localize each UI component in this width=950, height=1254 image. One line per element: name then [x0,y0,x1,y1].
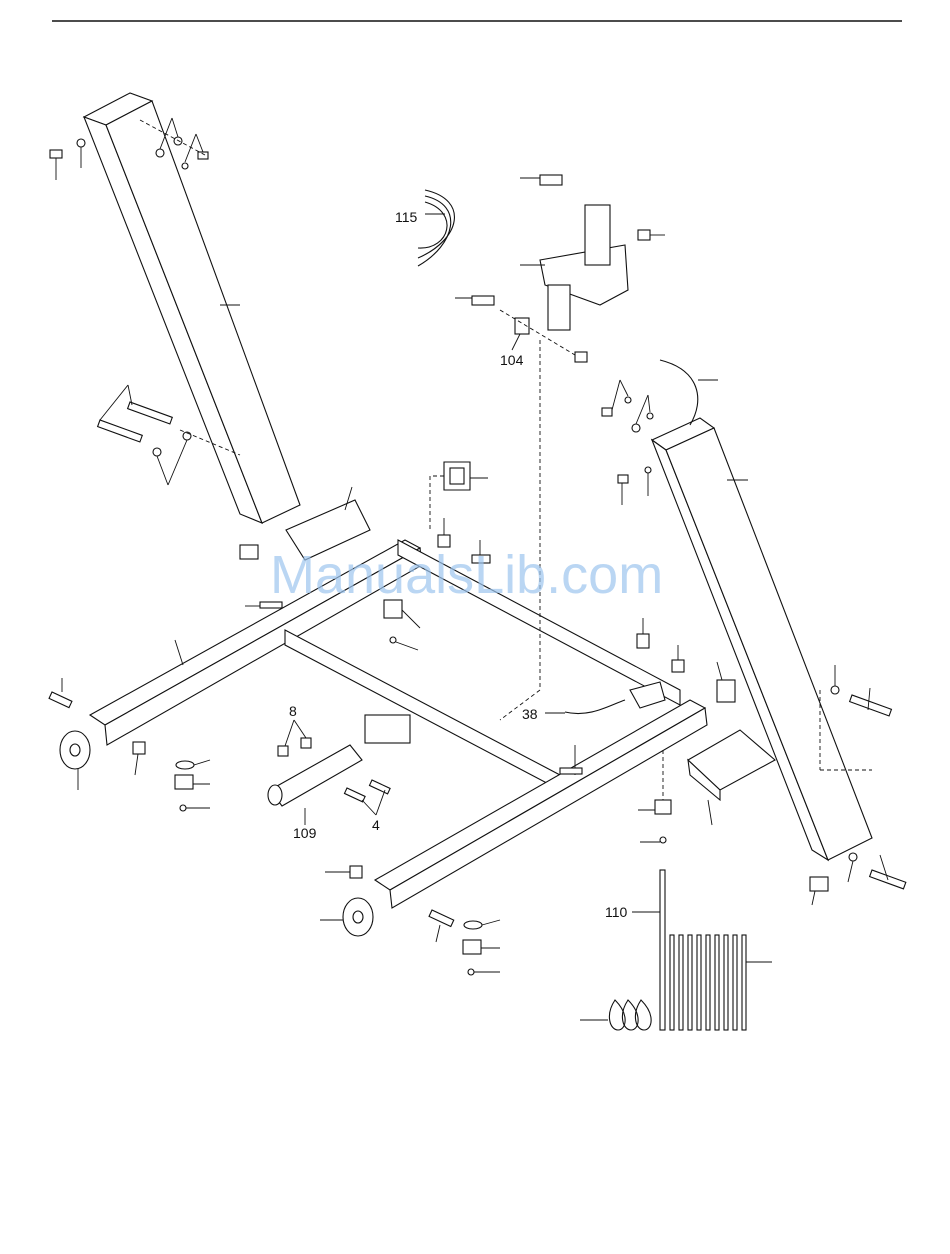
wire-38 [545,700,625,714]
label-115: 115 [395,209,418,225]
label-109: 109 [293,825,317,841]
cable-ties [632,870,772,1030]
label-110: 110 [605,904,628,920]
right-upright-top-bolts [602,380,653,505]
wire-harness-115 [418,190,454,266]
front-right-feet [463,920,500,975]
label-8: 8 [289,703,297,719]
left-upright [84,93,300,523]
right-upright [652,360,872,860]
label-4: 4 [372,817,380,833]
label-38: 38 [522,706,538,722]
watermark: ManualsLib.com [270,545,663,605]
wire-clips [580,1000,651,1030]
label-104: 104 [500,352,524,368]
front-left-feet [175,760,210,811]
